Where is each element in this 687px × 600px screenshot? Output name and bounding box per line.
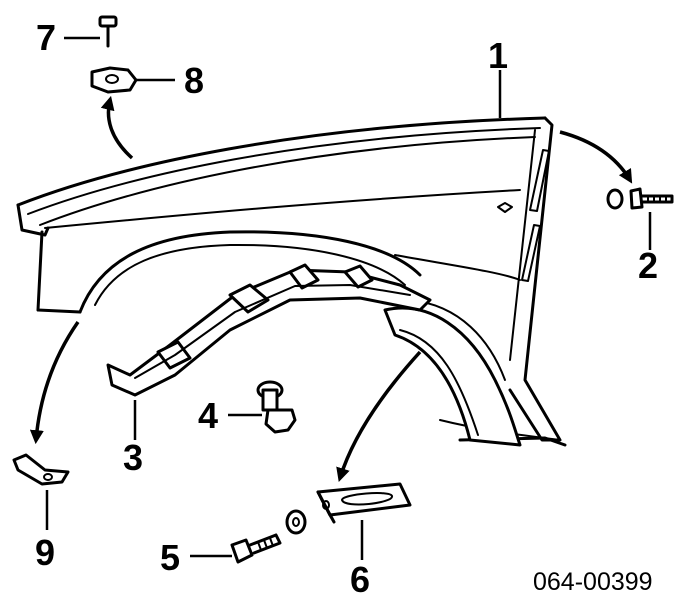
clip-nut-part-8 — [90, 66, 138, 94]
arrow-to-part-6 — [336, 350, 422, 483]
bracket-part-6 — [316, 482, 412, 524]
bolt-washer-part-2 — [606, 187, 674, 210]
callout-5: 5 — [160, 537, 180, 578]
screw-part-7 — [98, 15, 118, 48]
callout-6: 6 — [350, 559, 370, 600]
callout-7: 7 — [36, 17, 56, 58]
washer-part-5 — [285, 509, 307, 535]
callout-4: 4 — [198, 395, 218, 436]
arrow-to-part-9 — [29, 320, 80, 445]
push-pin-part-4 — [256, 380, 297, 434]
callout-3: 3 — [123, 437, 143, 478]
splash-shield — [383, 299, 522, 447]
fender-panel — [16, 116, 567, 447]
bracket-part-9 — [12, 453, 70, 486]
callout-8: 8 — [184, 60, 204, 101]
callout-2: 2 — [638, 245, 658, 286]
callout-9: 9 — [35, 532, 55, 573]
arrow-to-part-8 — [100, 95, 134, 160]
bolt-part-5 — [230, 533, 282, 564]
arrow-to-part-2 — [559, 130, 633, 184]
fender-support-bracket — [106, 263, 432, 397]
callout-1: 1 — [488, 35, 508, 76]
drawing-number: 064-00399 — [533, 568, 653, 596]
